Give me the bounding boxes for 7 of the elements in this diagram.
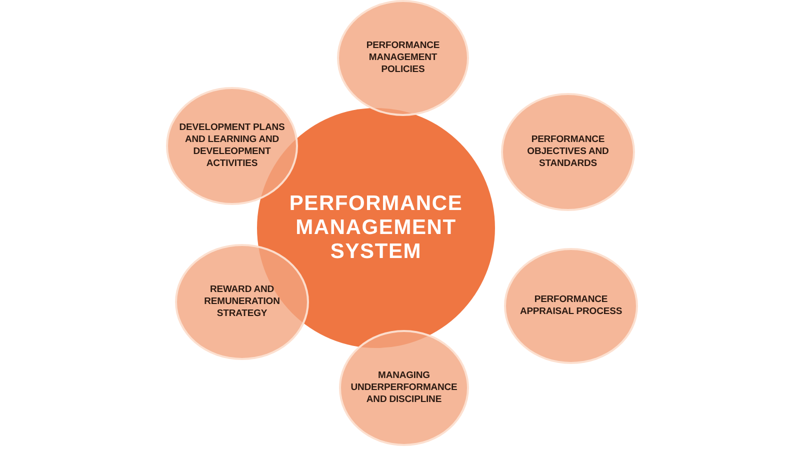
hub-title: PERFORMANCE MANAGEMENT SYSTEM xyxy=(288,192,464,264)
topic-label: PERFORMANCE OBJECTIVES AND STANDARDS xyxy=(526,134,610,170)
topic-label: REWARD AND REMUNERATION STRATEGY xyxy=(203,284,281,320)
topic-label: PERFORMANCE APPRAISAL PROCESS xyxy=(519,294,623,318)
topic-label: DEVELOPMENT PLANS AND LEARNING AND DEVELEOPMENT ACTIVITIES xyxy=(178,122,286,170)
topic-label: PERFORMANCE MANAGEMENT POLICIES xyxy=(365,40,441,76)
topic-label: MANAGING UNDERPERFORMANCE AND DISCIPLINE xyxy=(350,370,458,406)
